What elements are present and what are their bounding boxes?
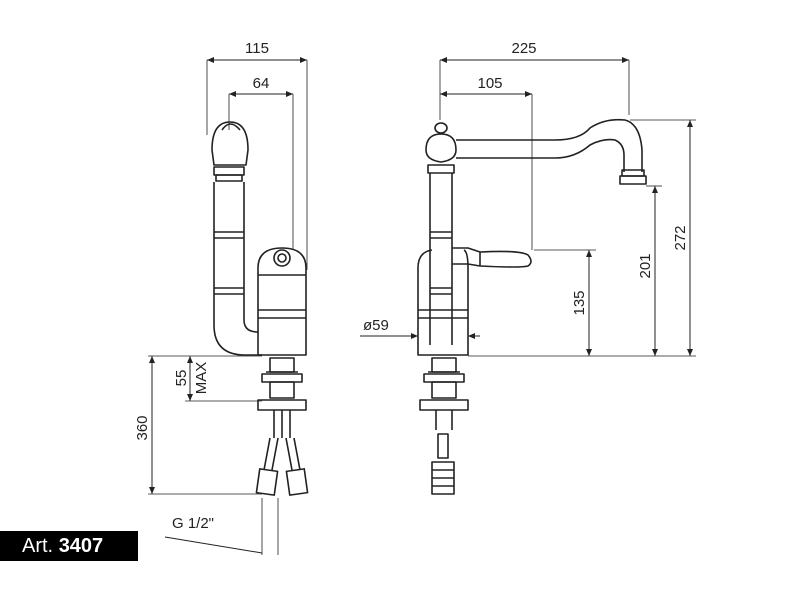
article-prefix: Art. bbox=[22, 535, 54, 557]
dim-115: 115 bbox=[245, 40, 269, 57]
front-view: 225 105 bbox=[360, 40, 696, 495]
dim-135: 135 bbox=[571, 290, 588, 315]
side-view: 115 64 bbox=[134, 40, 309, 555]
dim-59: ø59 bbox=[363, 317, 389, 334]
dim-105: 105 bbox=[477, 75, 502, 92]
dim-225: 225 bbox=[511, 40, 536, 57]
dim-201: 201 bbox=[637, 253, 654, 278]
dim-360: 360 bbox=[134, 415, 151, 440]
dim-272: 272 bbox=[672, 225, 689, 250]
dim-max-label: MAX bbox=[193, 362, 210, 395]
dim-55: 55 bbox=[173, 370, 190, 387]
dim-64: 64 bbox=[253, 75, 270, 92]
article-number: 3407 bbox=[58, 535, 104, 557]
dim-thread: G 1/2" bbox=[172, 515, 214, 532]
article-label: Art. 3407 bbox=[0, 531, 138, 561]
